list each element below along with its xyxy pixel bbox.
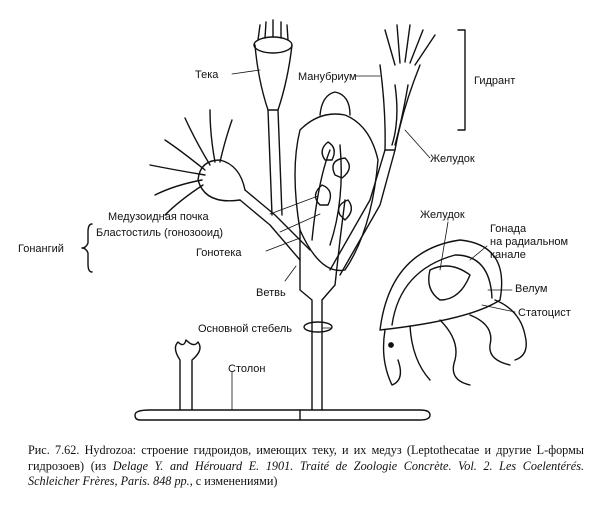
figure-caption: Рис. 7.62. Hydrozoa: строение гидроидов,… <box>28 443 584 490</box>
label-statotsist: Статоцист <box>518 307 571 319</box>
caption-suffix: , с изменениями) <box>189 474 278 488</box>
label-gonada-2: на радиальном <box>490 236 568 248</box>
label-velum: Велум <box>515 283 547 295</box>
hydrant-bracket <box>457 29 466 131</box>
label-gonangiy: Гонангий <box>18 243 64 255</box>
label-zheludok-medusa: Желудок <box>420 209 465 221</box>
theca <box>254 44 293 111</box>
label-gonada-1: Гонада <box>490 223 527 235</box>
medusa-bell <box>379 239 503 331</box>
label-gonada-3: канале <box>490 249 526 261</box>
theca-stalk <box>267 109 283 216</box>
gonotheca-top <box>319 91 351 116</box>
left-hydrant <box>197 159 246 202</box>
label-vetv: Ветвь <box>256 287 286 299</box>
main-stem <box>299 199 346 411</box>
left-hydrant-tentacles <box>149 109 233 216</box>
stolon-upright <box>174 339 201 411</box>
label-stolon: Столон <box>228 363 265 375</box>
medusa-stomach <box>428 265 471 301</box>
caption-text: Рис. 7.62. Hydrozoa: строение гидроидов,… <box>28 443 584 473</box>
label-zheludok-top: Желудок <box>430 153 475 165</box>
gonangium-bracket <box>81 223 93 273</box>
label-osnovnoy-stebel: Основной стебель <box>198 323 292 335</box>
medusa-tentacles <box>382 299 527 386</box>
medusoid-buds <box>314 141 353 221</box>
label-blastostil: Бластостиль (гонозооид) <box>96 227 223 239</box>
label-manubrium: Манубриум <box>298 71 357 83</box>
hydroid-diagram: Тека Манубриум Гидрант Желудок Медузоидн… <box>18 19 571 421</box>
right-branch <box>329 149 396 276</box>
label-gidrant: Гидрант <box>474 75 515 87</box>
label-gonoteka: Гонотека <box>196 247 242 259</box>
label-meduzoidnaya-pochka: Медузоидная почка <box>108 211 210 223</box>
caption-citation: Delage Y. and Hérouard E. 1901. Traité d… <box>28 458 585 489</box>
stolon-drawing <box>134 409 301 421</box>
right-hydrant-tentacles <box>384 24 436 66</box>
right-theca <box>379 64 421 151</box>
label-teka: Тека <box>195 69 219 81</box>
main-stem-ring <box>303 321 333 333</box>
